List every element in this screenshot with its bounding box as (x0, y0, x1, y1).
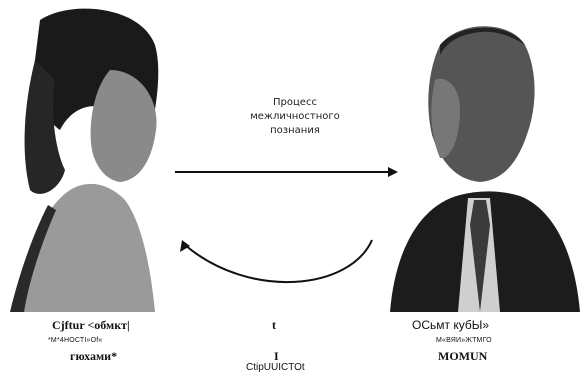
right-label-title: ОСьмт кубЫ» (412, 318, 490, 332)
woman-photo (10, 8, 159, 312)
illustration (10, 8, 580, 312)
right-label-bottom: MOMUN (438, 349, 488, 363)
caption-line: межличностного (250, 111, 340, 122)
left-label-subtitle: *М*4НОСТI»Оf« (48, 337, 103, 344)
forward-arrow (175, 167, 398, 177)
process-caption: Процесс межличностного познания (230, 96, 360, 138)
center-label-top: t (272, 318, 276, 332)
return-arrow (180, 239, 373, 283)
caption-line: познания (270, 125, 320, 136)
man-photo (390, 26, 580, 312)
center-label-middle: I (274, 349, 279, 363)
right-label-subtitle: М«ВЯИ»ЖТМГО (436, 337, 492, 344)
caption-line: Процесс (273, 97, 317, 108)
left-label-bottom: гюхами* (70, 349, 118, 363)
left-label-title: Cjftur <обмкт| (52, 318, 130, 332)
center-label-bottom: CtipUUICTOt (246, 362, 305, 373)
illustration-svg (10, 8, 580, 312)
